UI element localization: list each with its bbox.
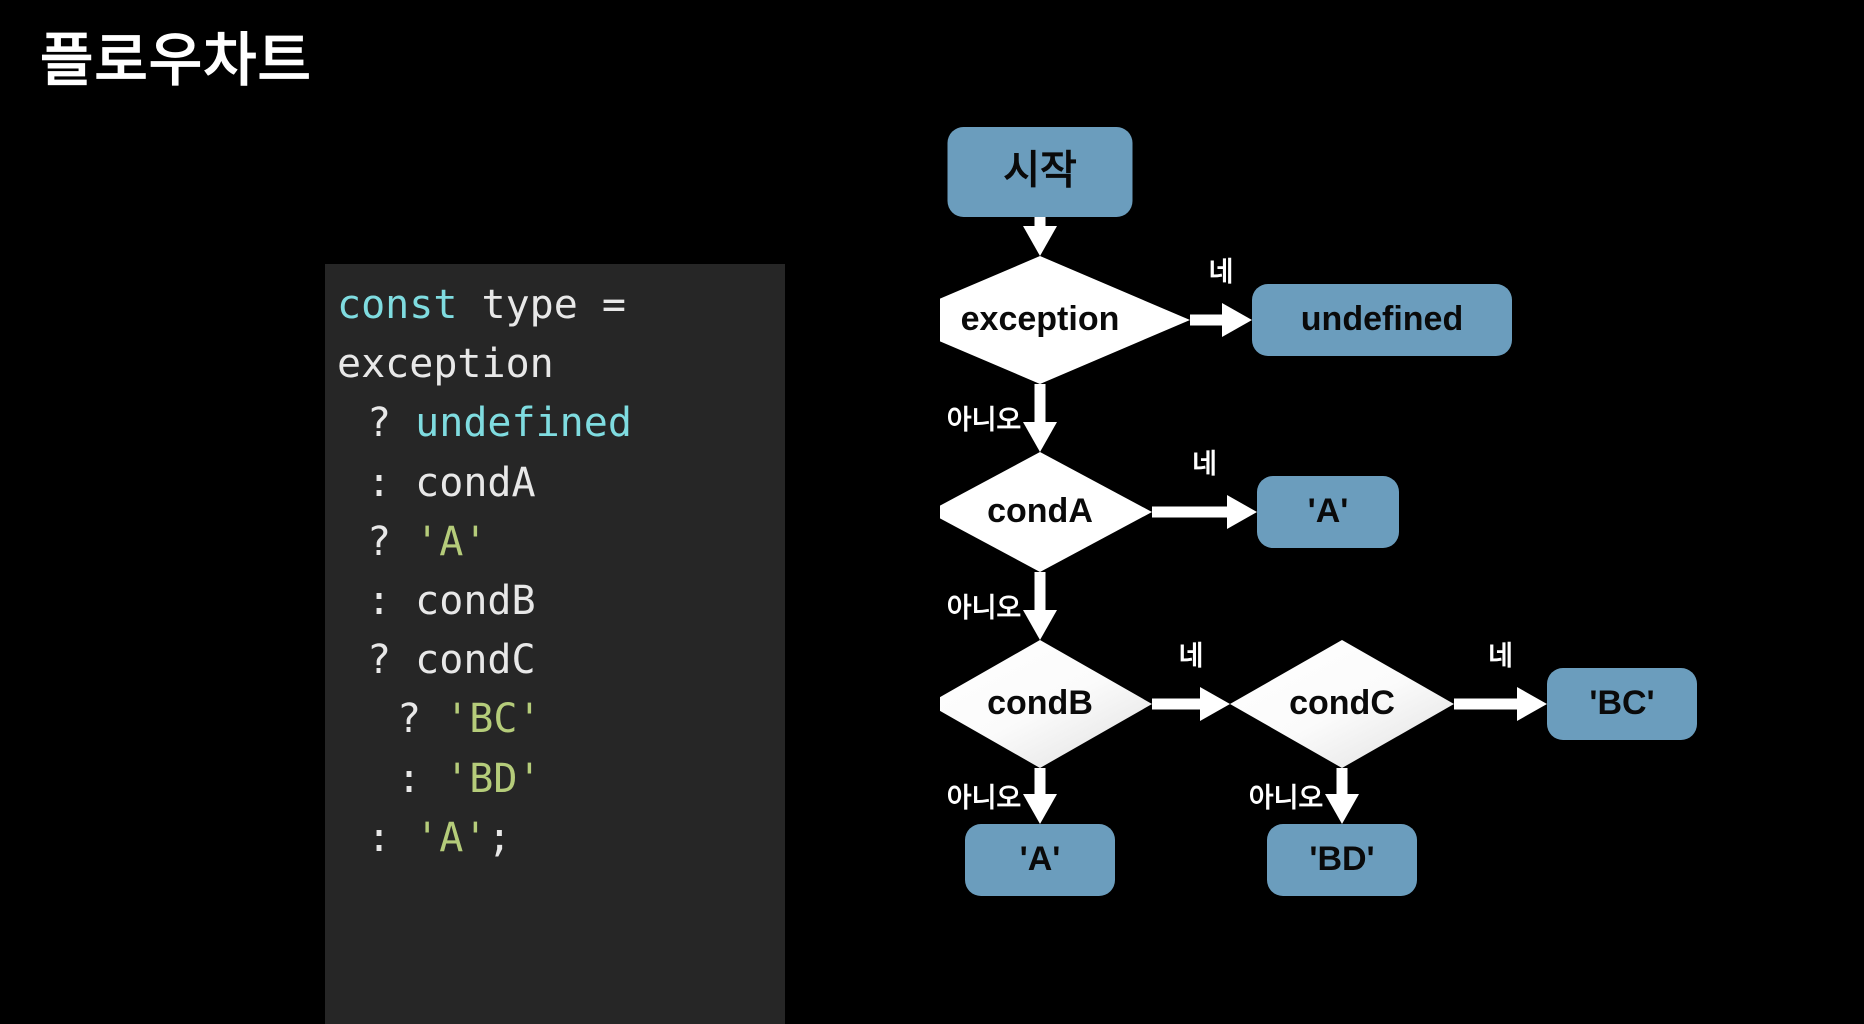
flowchart-node-label: condC (1289, 684, 1395, 722)
flowchart-node-start[interactable]: 시작 (947, 127, 1133, 217)
flowchart-edge-label: 아니오 (947, 405, 1022, 435)
code-token: type = (481, 282, 627, 328)
code-line: ? condC (325, 631, 785, 690)
code-token: : condA (367, 459, 536, 506)
flowchart-node-shape-diamond (1230, 640, 1454, 768)
code-token: exception (337, 341, 554, 388)
flowchart-edge (1454, 687, 1547, 721)
flowchart-node-shape-box (965, 824, 1115, 896)
code-token: ? condC (367, 637, 536, 684)
code-line: ? 'BC' (325, 690, 785, 749)
flowchart-edge-label: 네 (1488, 641, 1513, 671)
code-line: : condA (325, 454, 785, 513)
code-token: undefined (415, 400, 632, 447)
flowchart-node-label: condA (987, 492, 1093, 530)
flowchart-edge (1023, 384, 1057, 452)
flowchart-node-shape-diamond (940, 452, 1152, 572)
code-snippet-panel: const type =exception? undefined: condA?… (325, 264, 785, 1024)
flowchart-node-label: undefined (1301, 300, 1463, 338)
flowchart-edge (1325, 768, 1359, 824)
flowchart-edge (1023, 768, 1057, 824)
code-line: ? 'A' (325, 513, 785, 572)
code-token: : condB (367, 577, 536, 624)
flowchart-node-label: 'A' (1308, 492, 1349, 530)
flowchart-node-shape-box (1547, 668, 1697, 740)
flowchart-edge-label: 아니오 (1249, 783, 1324, 813)
code-line: exception (325, 335, 785, 394)
flowchart-edge (1152, 687, 1230, 721)
flowchart-edge-label: 아니오 (947, 783, 1022, 813)
code-token: ? (397, 696, 446, 743)
flowchart-edge (1023, 217, 1057, 256)
code-token: ? (367, 518, 416, 565)
code-token: 'A' (415, 814, 488, 861)
flowchart-edge-label: 네 (1179, 641, 1204, 671)
code-line: const type = (325, 276, 785, 335)
code-token: 'BD' (445, 755, 542, 802)
flowchart-node-shape-diamond (940, 640, 1152, 768)
flowchart-edge-label: 아니오 (947, 593, 1022, 623)
flowchart-node-label: 시작 (1003, 149, 1077, 193)
flowchart-edge-label: 네 (1209, 257, 1234, 287)
flowchart-node-resBD[interactable]: 'BD' (1267, 824, 1417, 896)
flowchart-node-shape-box (1252, 284, 1512, 356)
code-token: : (397, 755, 446, 802)
flowchart-node-condA[interactable]: condA (940, 452, 1152, 572)
page-title: 플로우차트 (40, 28, 312, 93)
flowchart-node-shape-box (947, 127, 1133, 217)
flowchart-node-label: condB (987, 684, 1093, 722)
code-token: ? (367, 400, 416, 447)
flowchart-edge (1152, 495, 1257, 529)
flowchart-diagram: 시작 exception undefined condA 'A' condB condC 'B… (940, 120, 1864, 1024)
flowchart-node-resA[interactable]: 'A' (1257, 476, 1399, 548)
code-token: ; (487, 814, 512, 861)
code-line: : condB (325, 572, 785, 631)
flowchart-svg: 시작 exception undefined condA 'A' condB condC 'B… (940, 127, 1697, 896)
flowchart-edge (1190, 303, 1252, 337)
flowchart-node-resA2[interactable]: 'A' (965, 824, 1115, 896)
code-token: const (337, 282, 482, 328)
flowchart-node-condB[interactable]: condB (940, 640, 1152, 768)
code-token: 'BC' (445, 696, 542, 743)
flowchart-node-exception[interactable]: exception (940, 256, 1190, 384)
flowchart-node-label: 'BC' (1589, 684, 1654, 722)
flowchart-node-condC[interactable]: condC (1230, 640, 1454, 768)
flowchart-node-label: 'BD' (1309, 840, 1374, 878)
flowchart-node-resBC[interactable]: 'BC' (1547, 668, 1697, 740)
code-line: ? undefined (325, 394, 785, 453)
flowchart-node-shape-diamond (940, 256, 1190, 384)
flowchart-node-layer: 시작 exception undefined condA 'A' condB condC 'B… (940, 127, 1697, 896)
code-line: : 'BD' (325, 750, 785, 809)
flowchart-node-shape-box (1257, 476, 1399, 548)
flowchart-edge-layer (1023, 217, 1547, 824)
code-line: : 'A'; (325, 809, 785, 868)
flowchart-node-shape-box (1267, 824, 1417, 896)
flowchart-edge-label: 네 (1192, 449, 1217, 479)
flowchart-node-label: 'A' (1020, 840, 1061, 878)
code-token: : (367, 814, 416, 861)
flowchart-edge (1023, 572, 1057, 640)
code-token: 'A' (415, 518, 488, 565)
flowchart-node-undefined[interactable]: undefined (1252, 284, 1512, 356)
flowchart-node-label: exception (961, 300, 1120, 338)
